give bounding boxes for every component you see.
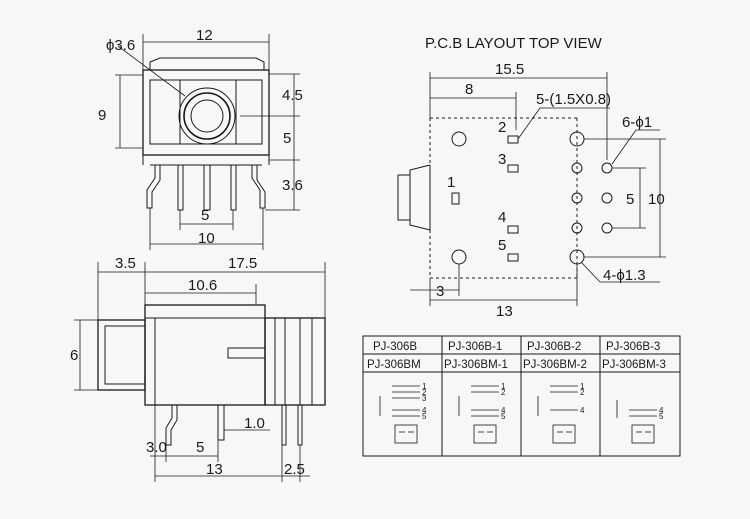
pcb-dim-3-label: 3 xyxy=(436,283,444,300)
schematic-3-pin-2: 2 xyxy=(580,388,585,397)
front-pin-span-label: 10 xyxy=(198,230,215,247)
schematic-4-pin-5: 5 xyxy=(659,412,664,421)
schematic-PJ-306B-2: 1 2 4 xyxy=(537,382,585,444)
model-PJ-306BM-3: PJ-306BM-3 xyxy=(602,359,666,371)
side-dim-3-5-label: 3.5 xyxy=(115,255,136,272)
schematic-3-pin-1: 1 xyxy=(580,382,585,391)
schematic-1-pin-4: 4 xyxy=(422,406,427,415)
schematic-PJ-306B-1: 1 2 4 5 xyxy=(458,382,506,444)
pcb-pin-1-label: 1 xyxy=(447,174,455,191)
pcb-dim-13-label: 13 xyxy=(496,303,513,320)
pcb-pin-5-label: 5 xyxy=(498,237,506,254)
front-diameter-label: ϕ3.6 xyxy=(106,37,135,54)
pcb-title: P.C.B LAYOUT TOP VIEW xyxy=(425,35,603,52)
front-dim-3-6-label: 3.6 xyxy=(282,177,303,194)
side-dim-6-label: 6 xyxy=(70,347,78,364)
schematic-PJ-306B-3: 4 5 xyxy=(616,400,664,444)
side-view-body xyxy=(97,304,326,406)
pcb-width-label: 15.5 xyxy=(495,61,524,78)
front-view-body xyxy=(142,57,270,166)
schematic-3-pin-4: 4 xyxy=(580,406,585,415)
schematic-4-pin-4: 4 xyxy=(659,406,664,415)
schematic-2-pin-1: 1 xyxy=(501,382,506,391)
pcb-pin-3-label: 3 xyxy=(498,151,506,168)
pcb-dim-8-label: 8 xyxy=(465,81,473,98)
pcb-dimension-lines xyxy=(410,72,666,306)
pcb-jack-outline xyxy=(397,164,431,231)
pcb-slots xyxy=(451,135,519,262)
pcb-big-hole-spec-label: 4-ϕ1.3 xyxy=(603,267,646,284)
side-dim-2-5-label: 2.5 xyxy=(284,461,305,478)
pcb-slot-spec-label: 5-(1.5X0.8) xyxy=(536,91,611,108)
front-dim-4-5-label: 4.5 xyxy=(282,87,303,104)
side-dim-1-0-label: 1.0 xyxy=(244,415,265,432)
model-table: PJ-306B PJ-306B-1 PJ-306B-2 PJ-306B-3 PJ… xyxy=(362,335,681,457)
model-PJ-306BM-1: PJ-306BM-1 xyxy=(444,359,508,371)
model-PJ-306BM-2: PJ-306BM-2 xyxy=(523,359,587,371)
schematic-PJ-306B: 1 2 3 4 5 xyxy=(379,382,427,444)
side-dim-17-5-label: 17.5 xyxy=(228,255,257,272)
side-dim-3-0-label: 3.0 xyxy=(146,439,167,456)
front-jack-socket xyxy=(178,87,236,145)
side-dim-13-label: 13 xyxy=(206,461,223,478)
schematic-2-pin-5: 5 xyxy=(501,412,506,421)
front-pin-pitch-label: 5 xyxy=(201,207,209,224)
model-PJ-306B-3: PJ-306B-3 xyxy=(606,341,660,353)
pcb-pin-2-label: 2 xyxy=(498,119,506,136)
model-PJ-306B: PJ-306B xyxy=(373,341,417,353)
side-dim-5-label: 5 xyxy=(196,439,204,456)
pcb-pin-4-label: 4 xyxy=(498,209,506,226)
front-view: ϕ3.6 12 9 4.5 5 3.6 5 10 xyxy=(98,27,303,250)
schematic-1-pin-2: 2 xyxy=(422,388,427,397)
front-view-pins xyxy=(146,164,266,211)
schematic-2-pin-4: 4 xyxy=(501,406,506,415)
front-height-label: 9 xyxy=(98,107,106,124)
side-view-dimension-lines xyxy=(74,262,326,482)
side-view: 3.5 17.5 10.6 6 1.0 3.0 5 13 2.5 xyxy=(70,255,326,482)
front-dim-5-label: 5 xyxy=(283,130,291,147)
schematic-1-pin-1: 1 xyxy=(422,382,427,391)
model-PJ-306B-2: PJ-306B-2 xyxy=(527,341,581,353)
schematic-1-pin-3: 3 xyxy=(422,394,427,403)
schematic-2-pin-2: 2 xyxy=(501,388,506,397)
side-dim-10-6-label: 10.6 xyxy=(188,277,217,294)
front-view-dimension-lines xyxy=(115,34,300,250)
pcb-hole-spec-label: 6-ϕ1 xyxy=(622,114,652,131)
front-width-label: 12 xyxy=(196,27,213,44)
pcb-outline xyxy=(429,117,578,279)
pcb-dim-10-label: 10 xyxy=(648,191,665,208)
pcb-layout: P.C.B LAYOUT TOP VIEW xyxy=(397,35,666,320)
schematic-1-pin-5: 5 xyxy=(422,412,427,421)
side-view-pins xyxy=(165,404,303,446)
model-PJ-306B-1: PJ-306B-1 xyxy=(448,341,502,353)
pcb-dim-5-label: 5 xyxy=(626,191,634,208)
pcb-holes xyxy=(451,131,613,265)
model-PJ-306BM: PJ-306BM xyxy=(367,359,421,371)
